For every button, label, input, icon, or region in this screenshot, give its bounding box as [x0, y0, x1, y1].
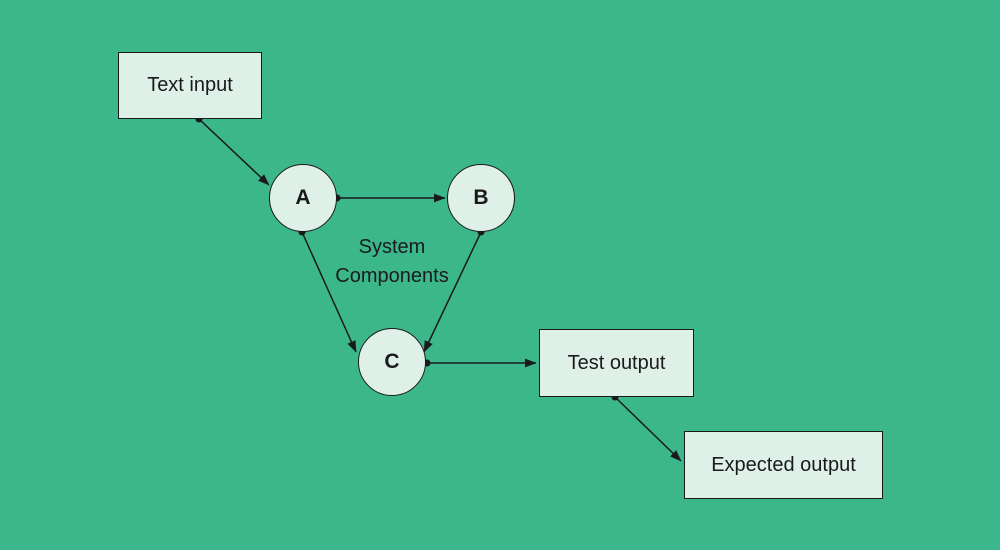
node-text-input: Text input — [118, 52, 262, 119]
system-components-label: System Components — [292, 233, 492, 291]
system-components-line1: System — [358, 236, 426, 258]
edge-test-output-to-expected-output — [611, 393, 682, 462]
node-text-input-label: Text input — [147, 74, 233, 96]
node-c: C — [358, 328, 426, 396]
node-b: B — [447, 164, 515, 232]
edge-text-input-to-a — [195, 115, 270, 186]
node-test-output-label: Test output — [567, 351, 666, 374]
node-a: A — [269, 164, 337, 232]
node-test-output: Test output — [539, 329, 694, 397]
node-a-label: A — [295, 186, 311, 209]
node-b-label: B — [473, 186, 489, 209]
node-expected-output-label: Expected output — [711, 453, 856, 476]
edge-b-to-c — [423, 228, 485, 353]
edge-a-to-c — [298, 228, 357, 353]
node-c-label: C — [384, 350, 400, 373]
system-components-line2: Components — [335, 265, 449, 287]
node-expected-output: Expected output — [684, 431, 883, 499]
